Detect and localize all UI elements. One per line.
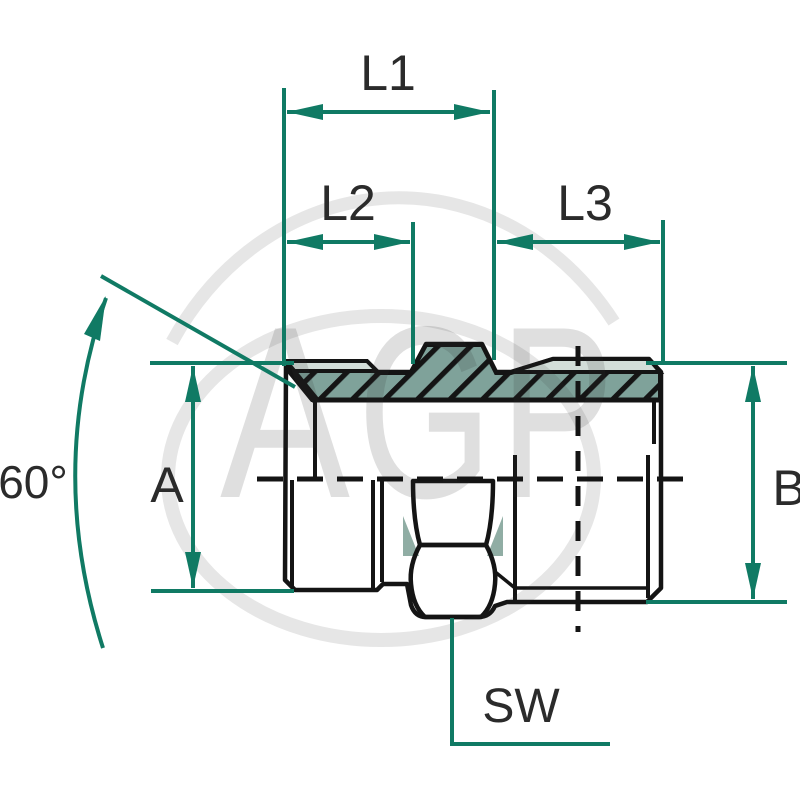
- hex-lower-face: [408, 542, 498, 620]
- dim-sw: SW: [450, 618, 610, 746]
- dim-b: B: [745, 366, 800, 599]
- dim-l2-arrow-left: [287, 234, 323, 250]
- dim-l1-arrow-right: [454, 104, 490, 120]
- dim-l2: L2: [287, 175, 410, 250]
- hex-block-transition-line: [492, 569, 517, 590]
- dim-label-l1: L1: [360, 45, 416, 101]
- dim-label-b: B: [772, 460, 800, 516]
- right-runout-strip: [510, 357, 665, 374]
- dim-l2-arrow-right: [374, 234, 410, 250]
- angle-arc-arrowhead: [84, 296, 106, 341]
- centerlines: [257, 346, 688, 632]
- watermark-letter-p: P: [500, 275, 615, 549]
- angle-arc: [73, 297, 108, 649]
- dim-label-l3: L3: [557, 175, 613, 231]
- dim-a-arrow-top: [185, 366, 201, 402]
- cone-chamfer-line: [286, 362, 320, 403]
- dim-sw-leader: [450, 618, 610, 746]
- hex-shadow-right: [487, 516, 503, 556]
- dim-l1: L1: [287, 45, 490, 120]
- watermark-ring-outer-arc: [166, 191, 620, 346]
- watermark-letter-g: G: [358, 275, 493, 549]
- dim-b-arrow-top: [745, 366, 761, 402]
- fitting-body: [282, 341, 665, 620]
- angle-reference-line: [100, 274, 296, 389]
- dim-label-angle: 60°: [0, 456, 68, 508]
- dim-b-arrow-bottom: [745, 563, 761, 599]
- dim-a: A: [150, 366, 201, 588]
- dim-l3: L3: [497, 175, 660, 250]
- dim-label-a: A: [150, 457, 184, 513]
- dim-l3-arrow-right: [624, 234, 660, 250]
- dimensions: L1 L2 L3 A B: [0, 45, 800, 746]
- dim-l1-arrow-left: [287, 104, 323, 120]
- dim-label-sw: SW: [482, 680, 560, 733]
- dim-label-l2: L2: [320, 175, 376, 231]
- dim-l3-arrow-left: [497, 234, 533, 250]
- dim-a-arrow-bottom: [185, 552, 201, 588]
- watermark: A G P: [161, 191, 620, 647]
- dim-angle: 60°: [0, 274, 296, 649]
- hex-shadow-left: [403, 516, 419, 556]
